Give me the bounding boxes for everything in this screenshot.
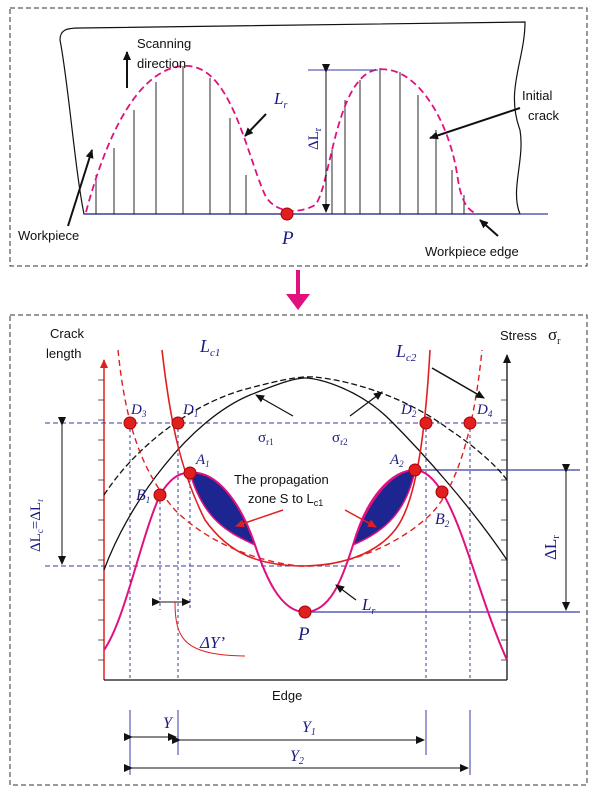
- lr-top-pointer-arrow: [244, 113, 267, 137]
- point-a2: [408, 463, 422, 477]
- bottom-panel-frame: [9, 314, 588, 786]
- sigma-r1-label: σr1: [258, 430, 274, 447]
- a2-label: A2: [389, 452, 404, 469]
- delta-y-prime-label: ΔY’: [199, 633, 225, 652]
- a1-label: A1: [195, 452, 210, 469]
- point-a1: [183, 466, 197, 480]
- stress-curve-sigma-r1: [103, 377, 508, 571]
- workpiece-edge-pointer-arrow: [479, 219, 499, 237]
- lc2-pointer: [431, 367, 485, 399]
- lc2-curve: [117, 349, 483, 567]
- d2-label: D2: [400, 402, 417, 419]
- y-label: Y: [163, 715, 174, 732]
- d3-label: D3: [130, 402, 147, 419]
- vertical-projection-lines: [129, 423, 471, 680]
- zone-pointer-left: [235, 509, 284, 528]
- initial-crack-pointer-arrow: [429, 107, 521, 140]
- right-delta-lr-label: ΔLr: [541, 535, 562, 560]
- initial-crack-line1: Initial: [522, 88, 552, 103]
- lc1-label: Lc1: [199, 336, 220, 359]
- top-point-p: [280, 207, 294, 221]
- key-points: [123, 416, 477, 619]
- crack-length-label-2: length: [46, 346, 81, 361]
- lc2-label: Lc2: [395, 341, 417, 364]
- right-axis-ticks: [501, 379, 507, 661]
- propagation-label-1: The propagation: [234, 472, 329, 487]
- sigma-r2-label: σr2: [332, 430, 348, 447]
- workpiece-edge-label: Workpiece edge: [425, 244, 519, 259]
- sigma-r1-pointer: [255, 394, 294, 417]
- workpiece-label: Workpiece: [18, 228, 79, 243]
- scanning-label-line1: Scanning: [137, 36, 191, 51]
- workpiece-outline: [59, 21, 526, 215]
- y1-label: Y1: [302, 719, 316, 738]
- delta-y-prime-leader: [174, 601, 246, 657]
- lr-bottom-label: Lr: [361, 595, 375, 617]
- point-b1: [153, 488, 167, 502]
- scanning-label-line2: direction: [137, 56, 186, 71]
- zone-pointer-right: [344, 509, 377, 528]
- top-p-label: P: [281, 228, 294, 249]
- propagation-label-2: zone S to Lc1: [248, 491, 323, 508]
- delta-lc-lr-label: ΔLc=ΔLr: [28, 499, 45, 552]
- d1-label: D1: [182, 402, 198, 419]
- top-lr-label: Lr: [273, 89, 287, 111]
- crack-profile-curve: [85, 65, 479, 215]
- point-b2: [435, 485, 449, 499]
- d4-label: D4: [476, 402, 493, 419]
- sigma-r-label: σr: [548, 325, 561, 347]
- top-delta-lr-label: ΔLr: [306, 127, 324, 150]
- b1-label: B1: [136, 487, 150, 505]
- point-d1: [171, 416, 185, 430]
- y2-label: Y2: [290, 748, 304, 767]
- left-axis-ticks: [98, 379, 104, 661]
- edge-label: Edge: [272, 688, 302, 703]
- b2-label: B2: [435, 511, 450, 529]
- sigma-r2-pointer: [349, 391, 383, 417]
- workpiece-pointer-arrow: [67, 149, 94, 227]
- top-panel-frame: [9, 7, 588, 267]
- initial-crack-line2: crack: [528, 108, 560, 123]
- point-d3: [123, 416, 137, 430]
- bottom-p-label: P: [297, 624, 310, 645]
- stress-label: Stress: [500, 328, 537, 343]
- crack-length-label-1: Crack: [50, 326, 84, 341]
- point-p-bottom: [298, 605, 312, 619]
- lr-bottom-pointer: [335, 584, 357, 601]
- panel-connector-head: [286, 294, 310, 310]
- point-d2: [419, 416, 433, 430]
- crack-hatch-lines: [95, 66, 465, 214]
- point-d4: [463, 416, 477, 430]
- y-dimension-ticks: [129, 710, 471, 775]
